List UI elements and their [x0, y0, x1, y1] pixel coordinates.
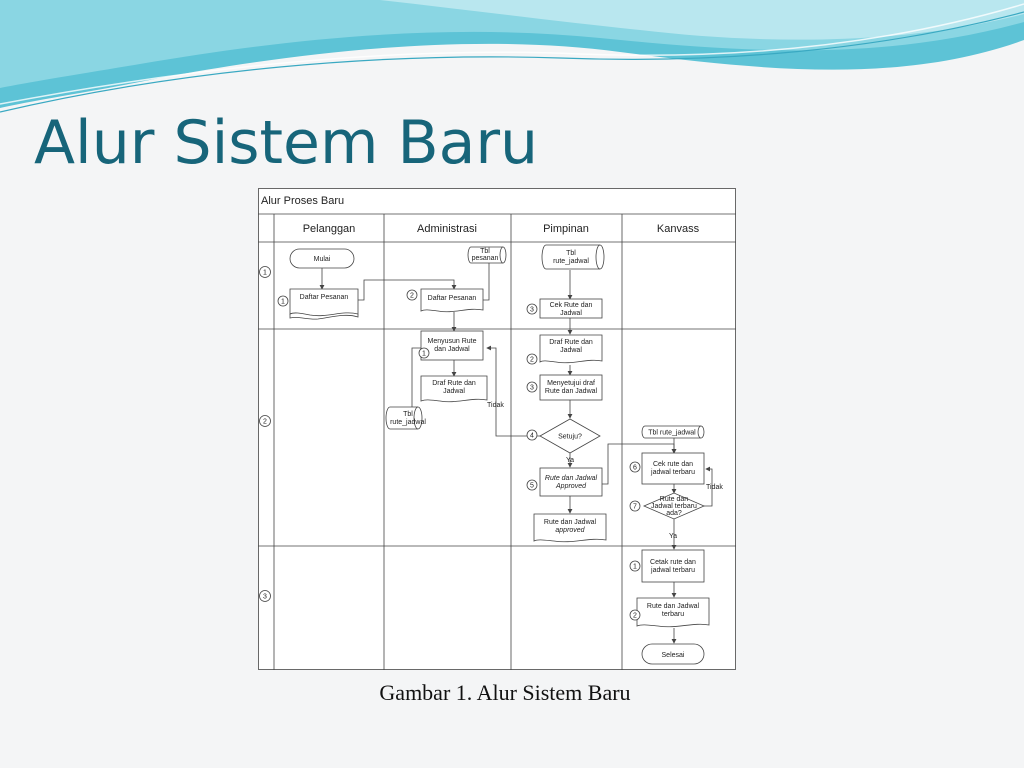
process-cek-rute: Cek Rute dan Jadwal: [539, 298, 603, 319]
lane-header-pelanggan: Pelanggan: [303, 223, 356, 235]
process-rute-approved: Rute dan Jadwal Approved: [539, 467, 603, 497]
svg-text:2: 2: [263, 419, 267, 426]
svg-text:1: 1: [281, 299, 285, 306]
datastore-tbl-pesanan: Tbl pesanan: [467, 246, 507, 264]
svg-text:3: 3: [530, 307, 534, 314]
svg-text:Draf Rute dan: Draf Rute dan: [432, 380, 476, 387]
step-marker: 1: [418, 347, 430, 359]
svg-text:rute_jadwal: rute_jadwal: [553, 258, 589, 265]
step-marker: 2: [406, 289, 418, 301]
decision-rute-terbaru-ada: Rute dan Jadwal terbaru ada?: [642, 492, 706, 520]
label-tidak-setuju: Tidak: [487, 402, 504, 409]
figure-caption: Gambar 1. Alur Sistem Baru: [379, 680, 631, 705]
decision-setuju: Setuju?: [539, 418, 601, 454]
lane-header-kanvass: Kanvass: [657, 223, 700, 235]
svg-text:jadwal terbaru: jadwal terbaru: [650, 567, 695, 574]
step-marker: 4: [526, 429, 538, 441]
svg-text:ada?: ada?: [666, 510, 682, 517]
process-cek-rute-terbaru: Cek rute dan jadwal terbaru: [641, 452, 705, 485]
svg-text:Daftar Pesanan: Daftar Pesanan: [428, 295, 477, 302]
svg-text:Menyusun Rute: Menyusun Rute: [427, 338, 476, 345]
step-marker: 5: [526, 479, 538, 491]
svg-text:Rute dan Jadwal: Rute dan Jadwal: [544, 519, 597, 526]
svg-text:Jadwal terbaru: Jadwal terbaru: [651, 503, 697, 510]
svg-text:1: 1: [633, 564, 637, 571]
terminator-selesai: Selesai: [641, 643, 705, 665]
document-draf-rute-admin: Draf Rute dan Jadwal: [420, 375, 488, 403]
svg-text:2: 2: [633, 613, 637, 620]
svg-text:rute_jadwal: rute_jadwal: [390, 419, 426, 426]
step-marker: 3: [526, 303, 538, 315]
svg-text:Cetak rute dan: Cetak rute dan: [650, 559, 696, 566]
step-marker: 2: [629, 609, 641, 621]
process-cetak-rute: Cetak rute dan jadwal terbaru: [641, 549, 705, 583]
label-tidak-terbaru: Tidak: [706, 484, 723, 491]
document-rute-terbaru: Rute dan Jadwal terbaru: [636, 597, 710, 628]
diagram-title: Alur Proses Baru: [261, 195, 344, 207]
step-marker: 1: [277, 295, 289, 307]
phase-marker-2: 2: [259, 415, 271, 427]
label-ya-terbaru: Ya: [669, 533, 677, 540]
step-marker: 6: [629, 461, 641, 473]
svg-text:4: 4: [530, 433, 534, 440]
svg-text:Setuju?: Setuju?: [558, 434, 582, 441]
header-wave-decoration: [0, 0, 1024, 113]
flowchart: Alur Proses Baru Pelanggan Administrasi …: [258, 188, 736, 670]
svg-text:6: 6: [633, 465, 637, 472]
phase-marker-1: 1: [259, 266, 271, 278]
lane-header-administrasi: Administrasi: [417, 223, 477, 235]
svg-text:2: 2: [530, 357, 534, 364]
svg-text:Selesai: Selesai: [662, 652, 685, 659]
lane-header-pimpinan: Pimpinan: [543, 223, 589, 235]
phase-marker-3: 3: [259, 590, 271, 602]
svg-text:Menyetujui draf: Menyetujui draf: [547, 380, 595, 387]
svg-text:Rute dan Jadwal: Rute dan Jadwal: [545, 388, 598, 395]
process-menyusun-rute: Menyusun Rute dan Jadwal: [420, 330, 484, 361]
svg-text:Cek Rute dan: Cek Rute dan: [550, 302, 593, 309]
document-draf-rute-pimpinan: Draf Rute dan Jadwal: [539, 334, 603, 364]
datastore-tbl-rute-admin: Tbl rute_jadwal: [385, 406, 426, 430]
svg-text:3: 3: [263, 594, 267, 601]
svg-text:Jadwal: Jadwal: [560, 347, 582, 354]
svg-text:Approved: Approved: [555, 483, 587, 490]
slide-title: Alur Sistem Baru: [34, 108, 539, 178]
svg-text:Tbl: Tbl: [403, 411, 413, 418]
process-menyetujui-draf: Menyetujui draf Rute dan Jadwal: [539, 374, 603, 401]
datastore-tbl-rute-pimpinan: Tbl rute_jadwal: [541, 244, 605, 270]
label-ya-setuju: Ya: [566, 457, 574, 464]
svg-text:Rute dan Jadwal: Rute dan Jadwal: [647, 603, 700, 610]
svg-text:2: 2: [410, 293, 414, 300]
svg-text:Tbl rute_jadwal: Tbl rute_jadwal: [648, 430, 696, 437]
svg-text:3: 3: [530, 385, 534, 392]
svg-text:5: 5: [530, 483, 534, 490]
svg-text:1: 1: [263, 270, 267, 277]
datastore-tbl-rute-kanvass: Tbl rute_jadwal: [641, 425, 705, 439]
svg-text:jadwal terbaru: jadwal terbaru: [650, 469, 695, 476]
document-daftar-pesanan-admin: Daftar Pesanan: [420, 288, 484, 313]
svg-text:1: 1: [422, 351, 426, 358]
svg-text:Tbl: Tbl: [566, 250, 576, 257]
svg-text:approved: approved: [555, 527, 585, 534]
svg-text:7: 7: [633, 504, 637, 511]
svg-text:Jadwal: Jadwal: [560, 310, 582, 317]
step-marker: 1: [629, 560, 641, 572]
svg-text:Jadwal: Jadwal: [443, 388, 465, 395]
step-marker: 2: [526, 353, 538, 365]
svg-text:Rute dan Jadwal: Rute dan Jadwal: [545, 475, 598, 482]
svg-text:Cek rute dan: Cek rute dan: [653, 461, 693, 468]
step-marker: 7: [629, 500, 641, 512]
document-daftar-pesanan-pelanggan: Daftar Pesanan: [289, 288, 359, 320]
terminator-mulai: Mulai: [289, 248, 355, 269]
svg-text:pesanan: pesanan: [472, 255, 499, 262]
step-marker: 3: [526, 381, 538, 393]
svg-text:Daftar Pesanan: Daftar Pesanan: [300, 294, 349, 301]
svg-text:dan Jadwal: dan Jadwal: [434, 346, 470, 353]
svg-text:Mulai: Mulai: [314, 256, 331, 263]
svg-text:terbaru: terbaru: [662, 611, 684, 618]
svg-text:Draf Rute dan: Draf Rute dan: [549, 339, 593, 346]
svg-text:Rute dan: Rute dan: [660, 496, 689, 503]
svg-text:Tbl: Tbl: [480, 248, 490, 255]
document-rute-approved: Rute dan Jadwal approved: [533, 513, 607, 543]
